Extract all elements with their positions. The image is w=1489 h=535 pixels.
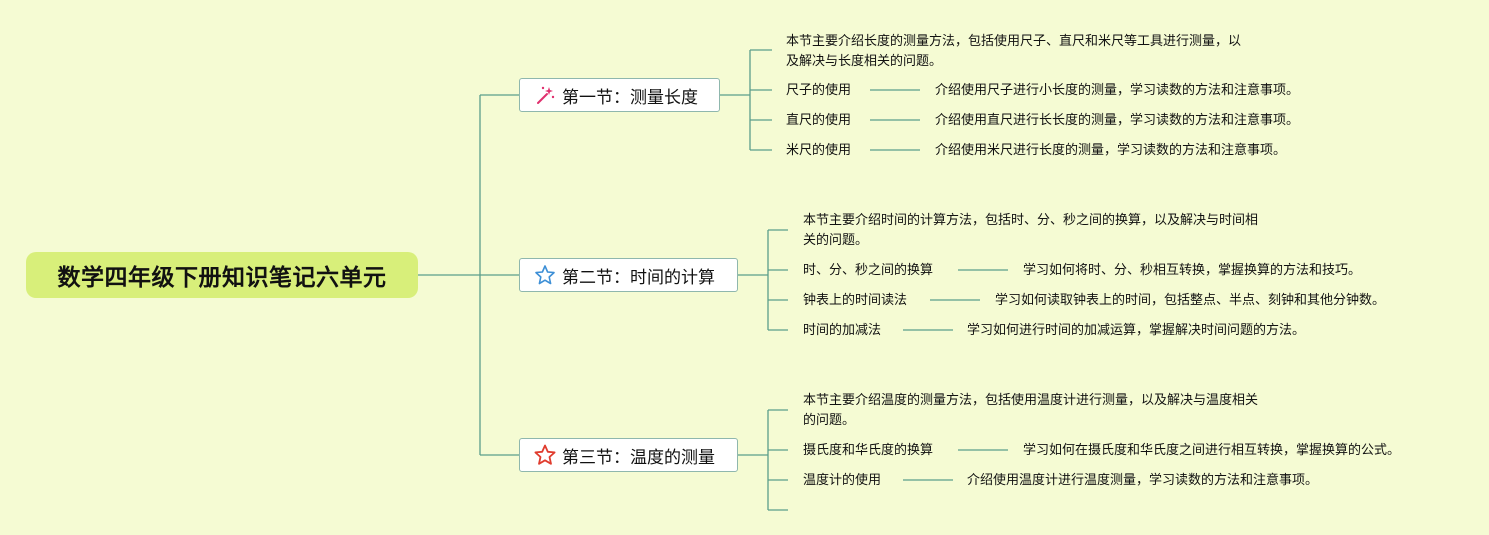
section-2-title: 第二节：时间的计算 xyxy=(562,267,715,288)
section-1-intro: 本节主要介绍长度的测量方法，包括使用尺子、直尺和米尺等工具进行测量，以 及解决与… xyxy=(786,32,1286,72)
section-1-item-1-label: 尺子的使用 xyxy=(786,83,852,98)
section-2-item-3-label: 时间的加减法 xyxy=(803,323,882,338)
section-3-item-1-detail: 学习如何在摄氏度和华氏度之间进行相互转换，掌握换算的公式。 xyxy=(1023,443,1401,458)
blue-star-icon xyxy=(534,264,556,286)
section-3-node[interactable]: 第三节：温度的测量 xyxy=(519,438,738,472)
section-2-item-1-label: 时、分、秒之间的换算 xyxy=(803,263,934,278)
section-3-item-2-detail: 介绍使用温度计进行温度测量，学习读数的方法和注意事项。 xyxy=(967,473,1319,488)
section-2-intro-line-1: 本节主要介绍时间的计算方法，包括时、分、秒之间的换算，以及解决与时间相 xyxy=(803,213,1259,228)
section-1-item-2-label: 直尺的使用 xyxy=(786,113,852,128)
magic-wand-icon xyxy=(534,84,556,106)
section-2-node[interactable]: 第二节：时间的计算 xyxy=(519,258,738,292)
section-1-node[interactable]: 第一节：测量长度 xyxy=(519,78,720,112)
section-2-item-2-detail: 学习如何读取钟表上的时间，包括整点、半点、刻钟和其他分钟数。 xyxy=(995,293,1386,308)
section-1-intro-line-2: 及解决与长度相关的问题。 xyxy=(786,54,943,69)
root-topic[interactable]: 数学四年级下册知识笔记六单元 xyxy=(26,252,418,298)
section-1-title: 第一节：测量长度 xyxy=(562,87,698,108)
section-3-item-1-label: 摄氏度和华氏度的换算 xyxy=(803,443,934,458)
section-1-item-3-label: 米尺的使用 xyxy=(786,143,852,158)
section-3-intro: 本节主要介绍温度的测量方法，包括使用温度计进行测量，以及解决与温度相关 的问题。 xyxy=(803,391,1303,431)
section-1-item-1-detail: 介绍使用尺子进行小长度的测量，学习读数的方法和注意事项。 xyxy=(935,83,1300,98)
section-2-intro: 本节主要介绍时间的计算方法，包括时、分、秒之间的换算，以及解决与时间相 关的问题… xyxy=(803,211,1303,251)
section-2-item-3-detail: 学习如何进行时间的加减运算，掌握解决时间问题的方法。 xyxy=(967,323,1306,338)
section-1-intro-line-1: 本节主要介绍长度的测量方法，包括使用尺子、直尺和米尺等工具进行测量，以 xyxy=(786,34,1242,49)
section-3-title: 第三节：温度的测量 xyxy=(562,447,715,468)
section-2-item-2-label: 钟表上的时间读法 xyxy=(803,293,908,308)
section-1-item-3-detail: 介绍使用米尺进行长度的测量，学习读数的方法和注意事项。 xyxy=(935,143,1287,158)
section-3-intro-line-1: 本节主要介绍温度的测量方法，包括使用温度计进行测量，以及解决与温度相关 xyxy=(803,393,1259,408)
root-title: 数学四年级下册知识笔记六单元 xyxy=(57,265,387,291)
section-3-intro-line-2: 的问题。 xyxy=(803,413,856,428)
section-3-item-2-label: 温度计的使用 xyxy=(803,473,882,488)
section-1-item-2-detail: 介绍使用直尺进行长长度的测量，学习读数的方法和注意事项。 xyxy=(935,113,1300,128)
red-star-icon xyxy=(534,444,556,466)
section-2-intro-line-2: 关的问题。 xyxy=(803,233,869,248)
section-2-item-1-detail: 学习如何将时、分、秒相互转换，掌握换算的方法和技巧。 xyxy=(1023,263,1362,278)
